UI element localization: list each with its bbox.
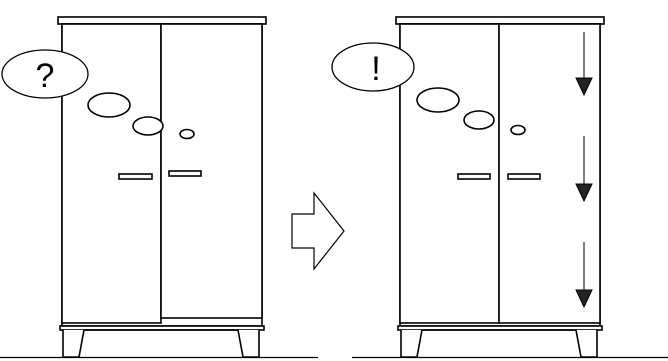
left-leg xyxy=(63,330,84,357)
wobble-oval-small xyxy=(511,126,525,135)
exclamation-mark-text: ! xyxy=(371,50,380,88)
right-door-handle xyxy=(169,171,201,176)
cabinet-top-board xyxy=(58,17,266,24)
right-leg xyxy=(576,330,597,357)
wobble-oval-large xyxy=(88,93,130,117)
left-door-handle xyxy=(119,174,152,179)
right-door-handle xyxy=(508,174,540,179)
wobble-oval-large xyxy=(417,88,459,112)
wobble-oval-medium xyxy=(133,117,163,135)
wobble-oval-medium xyxy=(464,111,494,129)
cabinet-after xyxy=(332,17,668,358)
cabinet-top-board xyxy=(396,17,604,24)
left-door-handle xyxy=(458,174,490,179)
right-leg xyxy=(238,330,259,357)
transition-arrow-icon xyxy=(292,193,344,269)
wobble-oval-small xyxy=(180,130,194,139)
question-mark-text: ? xyxy=(36,57,55,95)
left-leg xyxy=(401,330,422,357)
